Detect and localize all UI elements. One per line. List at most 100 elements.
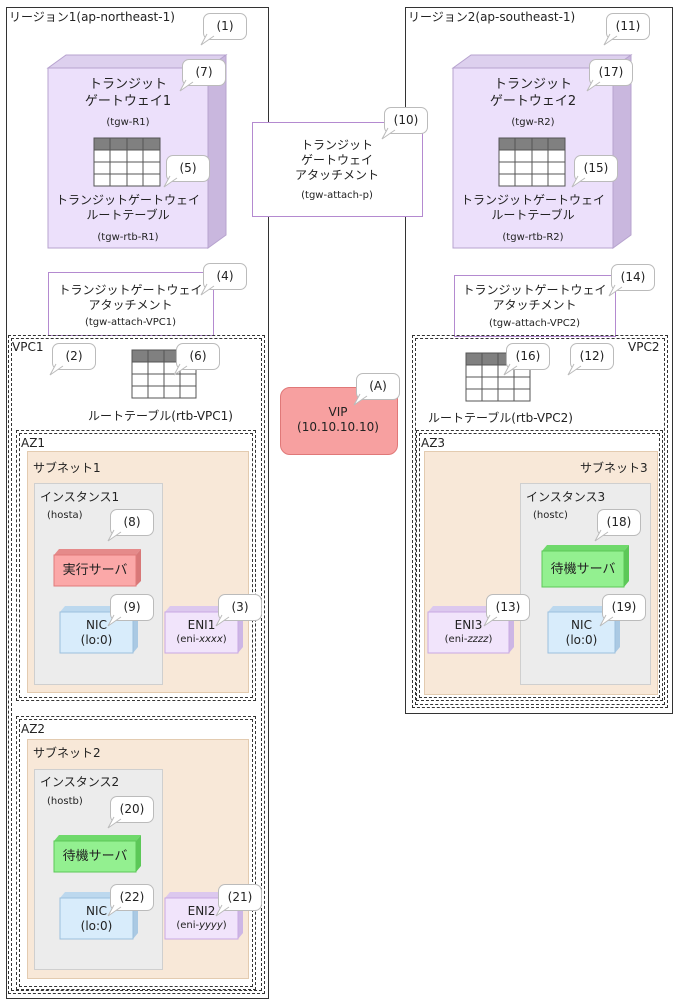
vpc2-callout: (12): [567, 343, 614, 376]
vpc1-attachment-number: (4): [216, 269, 234, 283]
tgw-1-title-line2: ゲートウェイ1: [84, 94, 172, 109]
nic-1-callout: (9): [107, 594, 154, 627]
tgw-rtb-1-label: トランジットゲートウェイ ルートテーブル: [48, 193, 208, 223]
callout-tail: [603, 33, 618, 46]
tgw-rtb-1-label-line2: ルートテーブル: [86, 208, 170, 222]
tgw-2-title-line1: トランジット: [493, 77, 572, 92]
tgw-rtb-2-label: トランジットゲートウェイ ルートテーブル: [453, 193, 613, 223]
rtb-vpc2-label: ルートテーブル(rtb-VPC2): [428, 411, 573, 425]
callout-tail: [567, 363, 582, 376]
instance-3-number: (18): [606, 515, 632, 529]
tgw-rtb-2-label-line1: トランジットゲートウェイ: [460, 193, 605, 207]
eni-2-name: ENI2: [187, 904, 216, 918]
callout-tail: [107, 904, 122, 917]
peering-attachment-callout: (10): [381, 107, 428, 140]
eni-2-id: (eni-yyyy): [165, 919, 238, 932]
eni-3-id-suffix: ): [488, 634, 493, 645]
callout-tail: [173, 363, 188, 376]
vpc1-label: VPC1: [12, 340, 44, 354]
region-2-callout: (11): [603, 13, 650, 46]
peering-attachment-id: (tgw-attach-p): [301, 190, 373, 201]
vip-title: VIP: [328, 405, 348, 419]
peering-attachment: [252, 122, 423, 217]
az1-label: AZ1: [21, 436, 46, 450]
instance-1-number: (8): [123, 515, 141, 529]
callout-tail: [483, 614, 498, 627]
vpc2-label: VPC2: [628, 340, 660, 354]
nic-2-label: NIC (lo:0): [60, 904, 133, 934]
tgw-rtb-1-number: (5): [179, 161, 197, 175]
nic-3-number: (19): [611, 600, 637, 614]
callout-tail: [107, 529, 122, 542]
rtb-vpc1-label: ルートテーブル(rtb-VPC1): [88, 409, 233, 423]
active-server-label: 実行サーバ: [62, 563, 128, 578]
subnet-2-label: サブネット2: [33, 746, 101, 760]
eni-1-name: ENI1: [187, 618, 216, 632]
eni-2-id-prefix: (eni-: [176, 920, 200, 931]
region-1-callout: (1): [200, 13, 247, 46]
vpc1-attachment-id: (tgw-attach-VPC1): [84, 317, 177, 328]
nic-2-number: (22): [119, 890, 145, 904]
vpc1-attachment-callout: (4): [200, 263, 247, 296]
subnet-1-label: サブネット1: [33, 461, 101, 475]
eni-3-name: ENI3: [454, 618, 483, 632]
rtb-vpc1-callout: (6): [173, 343, 220, 376]
callout-tail: [594, 529, 609, 542]
callout-tail: [179, 79, 194, 92]
region-1-number: (1): [216, 19, 234, 33]
tgw-2-title-line2: ゲートウェイ2: [489, 94, 577, 109]
nic-3-device: (lo:0): [565, 633, 598, 647]
peering-attachment-line2: ゲートウェイ: [300, 153, 373, 167]
tgw-2-callout: (17): [586, 59, 633, 92]
callout-tail: [381, 127, 396, 140]
eni-1-id: (eni-xxxx): [165, 633, 238, 646]
nic-1-label: NIC (lo:0): [60, 618, 133, 648]
tgw-rtb-1-label-line1: トランジットゲートウェイ: [55, 193, 200, 207]
eni-2-number: (21): [227, 890, 253, 904]
eni-3-label: ENI3 (eni-zzzz): [428, 618, 509, 646]
nic-2-callout: (22): [107, 884, 154, 917]
eni-1-id-suffix: ): [222, 634, 227, 645]
tgw-1-title-line1: トランジット: [88, 77, 167, 92]
nic-1-name: NIC: [86, 618, 107, 632]
vip-callout: (A): [353, 373, 400, 406]
instance-3-callout: (18): [594, 509, 641, 542]
callout-tail: [215, 614, 230, 627]
eni-3-id-value: zzzz: [467, 634, 489, 645]
eni-1-id-value: xxxx: [199, 634, 223, 645]
instance-1-label: インスタンス1: [40, 490, 120, 504]
az2-label: AZ2: [21, 722, 46, 736]
instance-1-callout: (8): [107, 509, 154, 542]
az3-label: AZ3: [421, 436, 446, 450]
callout-tail: [503, 363, 518, 376]
vpc1-attachment: [48, 272, 214, 336]
vpc2-attachment-id: (tgw-attach-VPC2): [488, 318, 581, 329]
eni-3-number: (13): [495, 600, 521, 614]
instance-2-host: (hostb): [47, 796, 83, 807]
vip-address: (10.10.10.10): [297, 420, 379, 434]
standby-server-2-label: 待機サーバ: [62, 849, 128, 864]
callout-tail: [107, 614, 122, 627]
tgw-rtb-2-label-line2: ルートテーブル: [491, 208, 575, 222]
vpc1-callout: (2): [49, 343, 96, 376]
rtb-vpc2-number: (16): [515, 349, 541, 363]
region-2-title: リージョン2(ap-southeast-1): [408, 10, 576, 24]
callout-tail: [215, 904, 230, 917]
vpc1-attachment-label: トランジットゲートウェイ アタッチメント: [48, 283, 213, 313]
eni-2-label: ENI2 (eni-yyyy): [165, 904, 238, 932]
tgw-1-id: (tgw-R1): [106, 117, 150, 128]
callout-tail: [200, 33, 215, 46]
instance-3-host: (hostc): [533, 510, 568, 521]
nic-2-device: (lo:0): [80, 919, 113, 933]
vpc2-attachment: [454, 275, 616, 337]
tgw-2-title: トランジット ゲートウェイ2: [453, 76, 613, 110]
rtb-vpc2-callout: (16): [503, 343, 550, 376]
eni-1-label: ENI1 (eni-xxxx): [165, 618, 238, 646]
vpc1-attachment-line2: アタッチメント: [88, 298, 173, 312]
instance-1-host: (hosta): [47, 510, 83, 521]
eni-3-callout: (13): [483, 594, 530, 627]
peering-attachment-number: (10): [393, 113, 419, 127]
eni-3-id: (eni-zzzz): [428, 633, 509, 646]
